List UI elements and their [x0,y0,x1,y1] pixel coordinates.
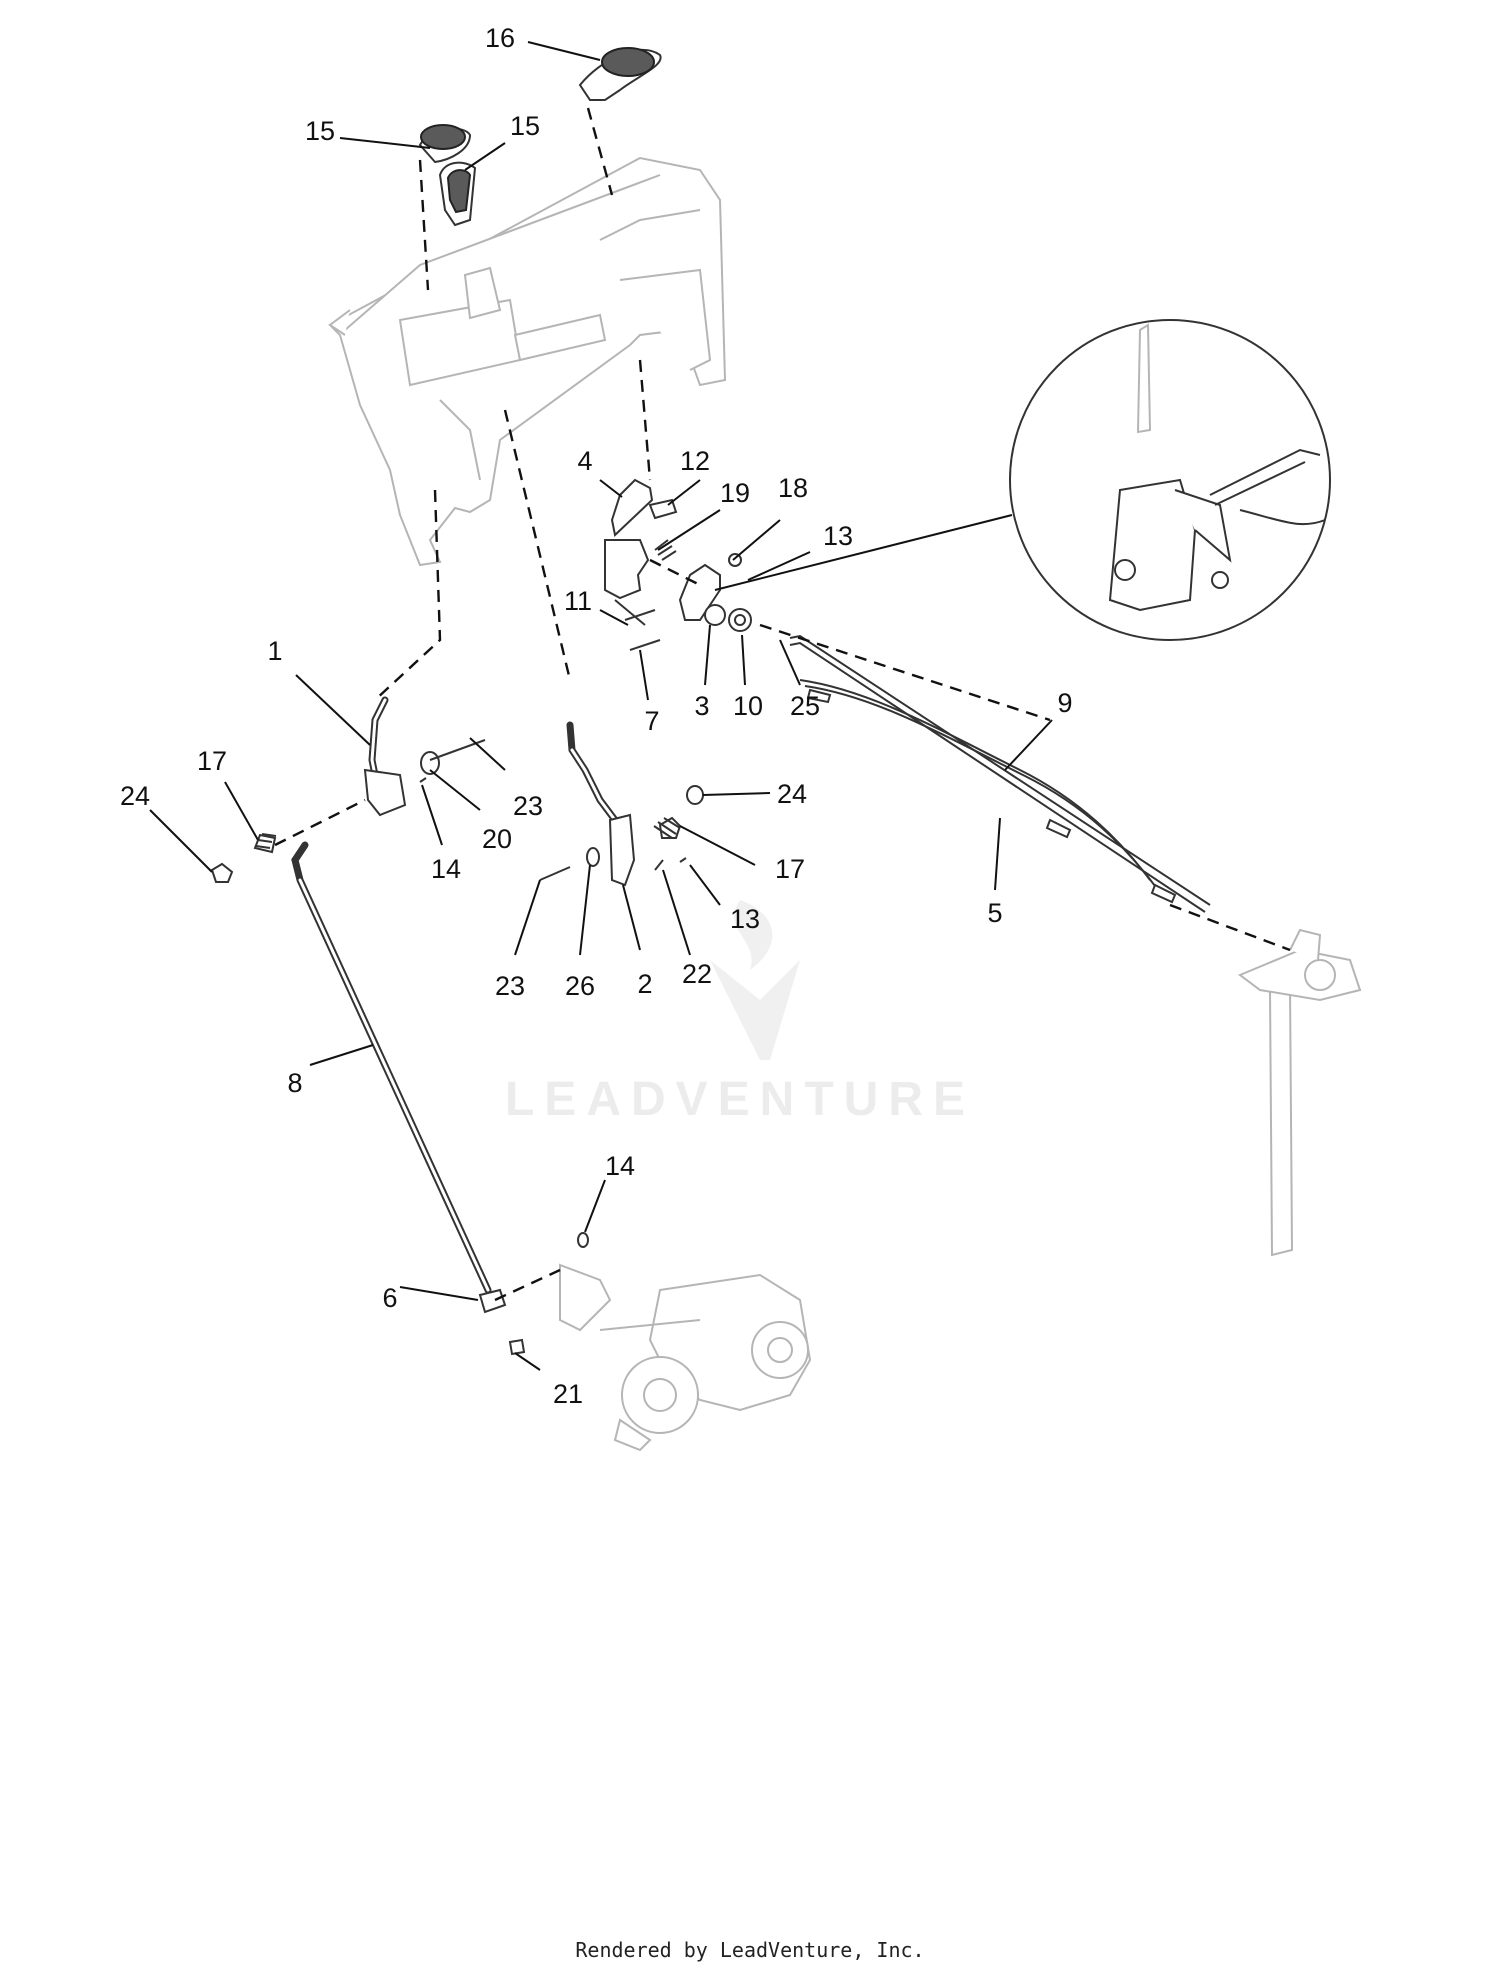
callout-15-left: 15 [305,116,335,146]
watermark-flame [734,900,773,970]
callout-10: 10 [733,691,763,721]
watermark-text: LEADVENTURE [505,1073,975,1126]
callout-1: 1 [267,636,282,666]
callout-19: 19 [720,478,750,508]
callout-8: 8 [287,1068,302,1098]
callout-17-right: 17 [775,854,805,884]
callout-2: 2 [637,969,652,999]
detail-inset [714,319,1331,641]
callout-13-top: 13 [823,521,853,551]
callout-25: 25 [790,691,820,721]
callout-3: 3 [694,691,709,721]
callout-24-right: 24 [777,779,807,809]
callout-14-top: 14 [431,854,461,884]
cables-9-5 [789,634,1211,913]
leader-lines [149,41,1053,1371]
knob-16 [578,47,662,101]
shift-rod-8 [291,841,492,1294]
callout-20: 20 [482,824,512,854]
callout-16: 16 [485,23,515,53]
callouts: 16 15 15 4 12 19 18 13 11 7 3 10 25 9 5 … [120,23,1073,1409]
callout-23-bottom: 23 [495,971,525,1001]
callout-6: 6 [382,1283,397,1313]
shift-lever-1 [363,696,407,817]
callout-13-bottom: 13 [730,904,760,934]
callout-9: 9 [1057,688,1072,718]
small-hardware [478,599,646,1356]
assembly-lines [274,107,1291,1302]
callout-11: 11 [564,586,592,616]
callout-7: 7 [644,706,659,736]
callout-14-bottom: 14 [605,1151,635,1181]
callout-22: 22 [682,959,712,989]
knob-15-right [438,161,477,227]
callout-23-top: 23 [513,791,543,821]
bracket-4-assembly [604,478,752,651]
chute-bracket [1238,928,1362,1257]
lever-2 [539,721,704,887]
watermark-logo-mark [710,960,800,1060]
callout-26: 26 [565,971,595,1001]
callout-24-left: 24 [120,781,150,811]
footer-credit: Rendered by LeadVenture, Inc. [575,1938,925,1962]
callout-17-left: 17 [197,746,227,776]
callout-5: 5 [987,898,1002,928]
callout-21: 21 [553,1379,583,1409]
callout-15-right: 15 [510,111,540,141]
gearbox [559,1263,812,1452]
control-panel [328,156,727,567]
callout-18: 18 [778,473,808,503]
callout-12: 12 [680,446,710,476]
callout-4: 4 [577,446,592,476]
knob-15-left [418,124,472,164]
watermark: LEADVENTURE [505,900,975,1126]
